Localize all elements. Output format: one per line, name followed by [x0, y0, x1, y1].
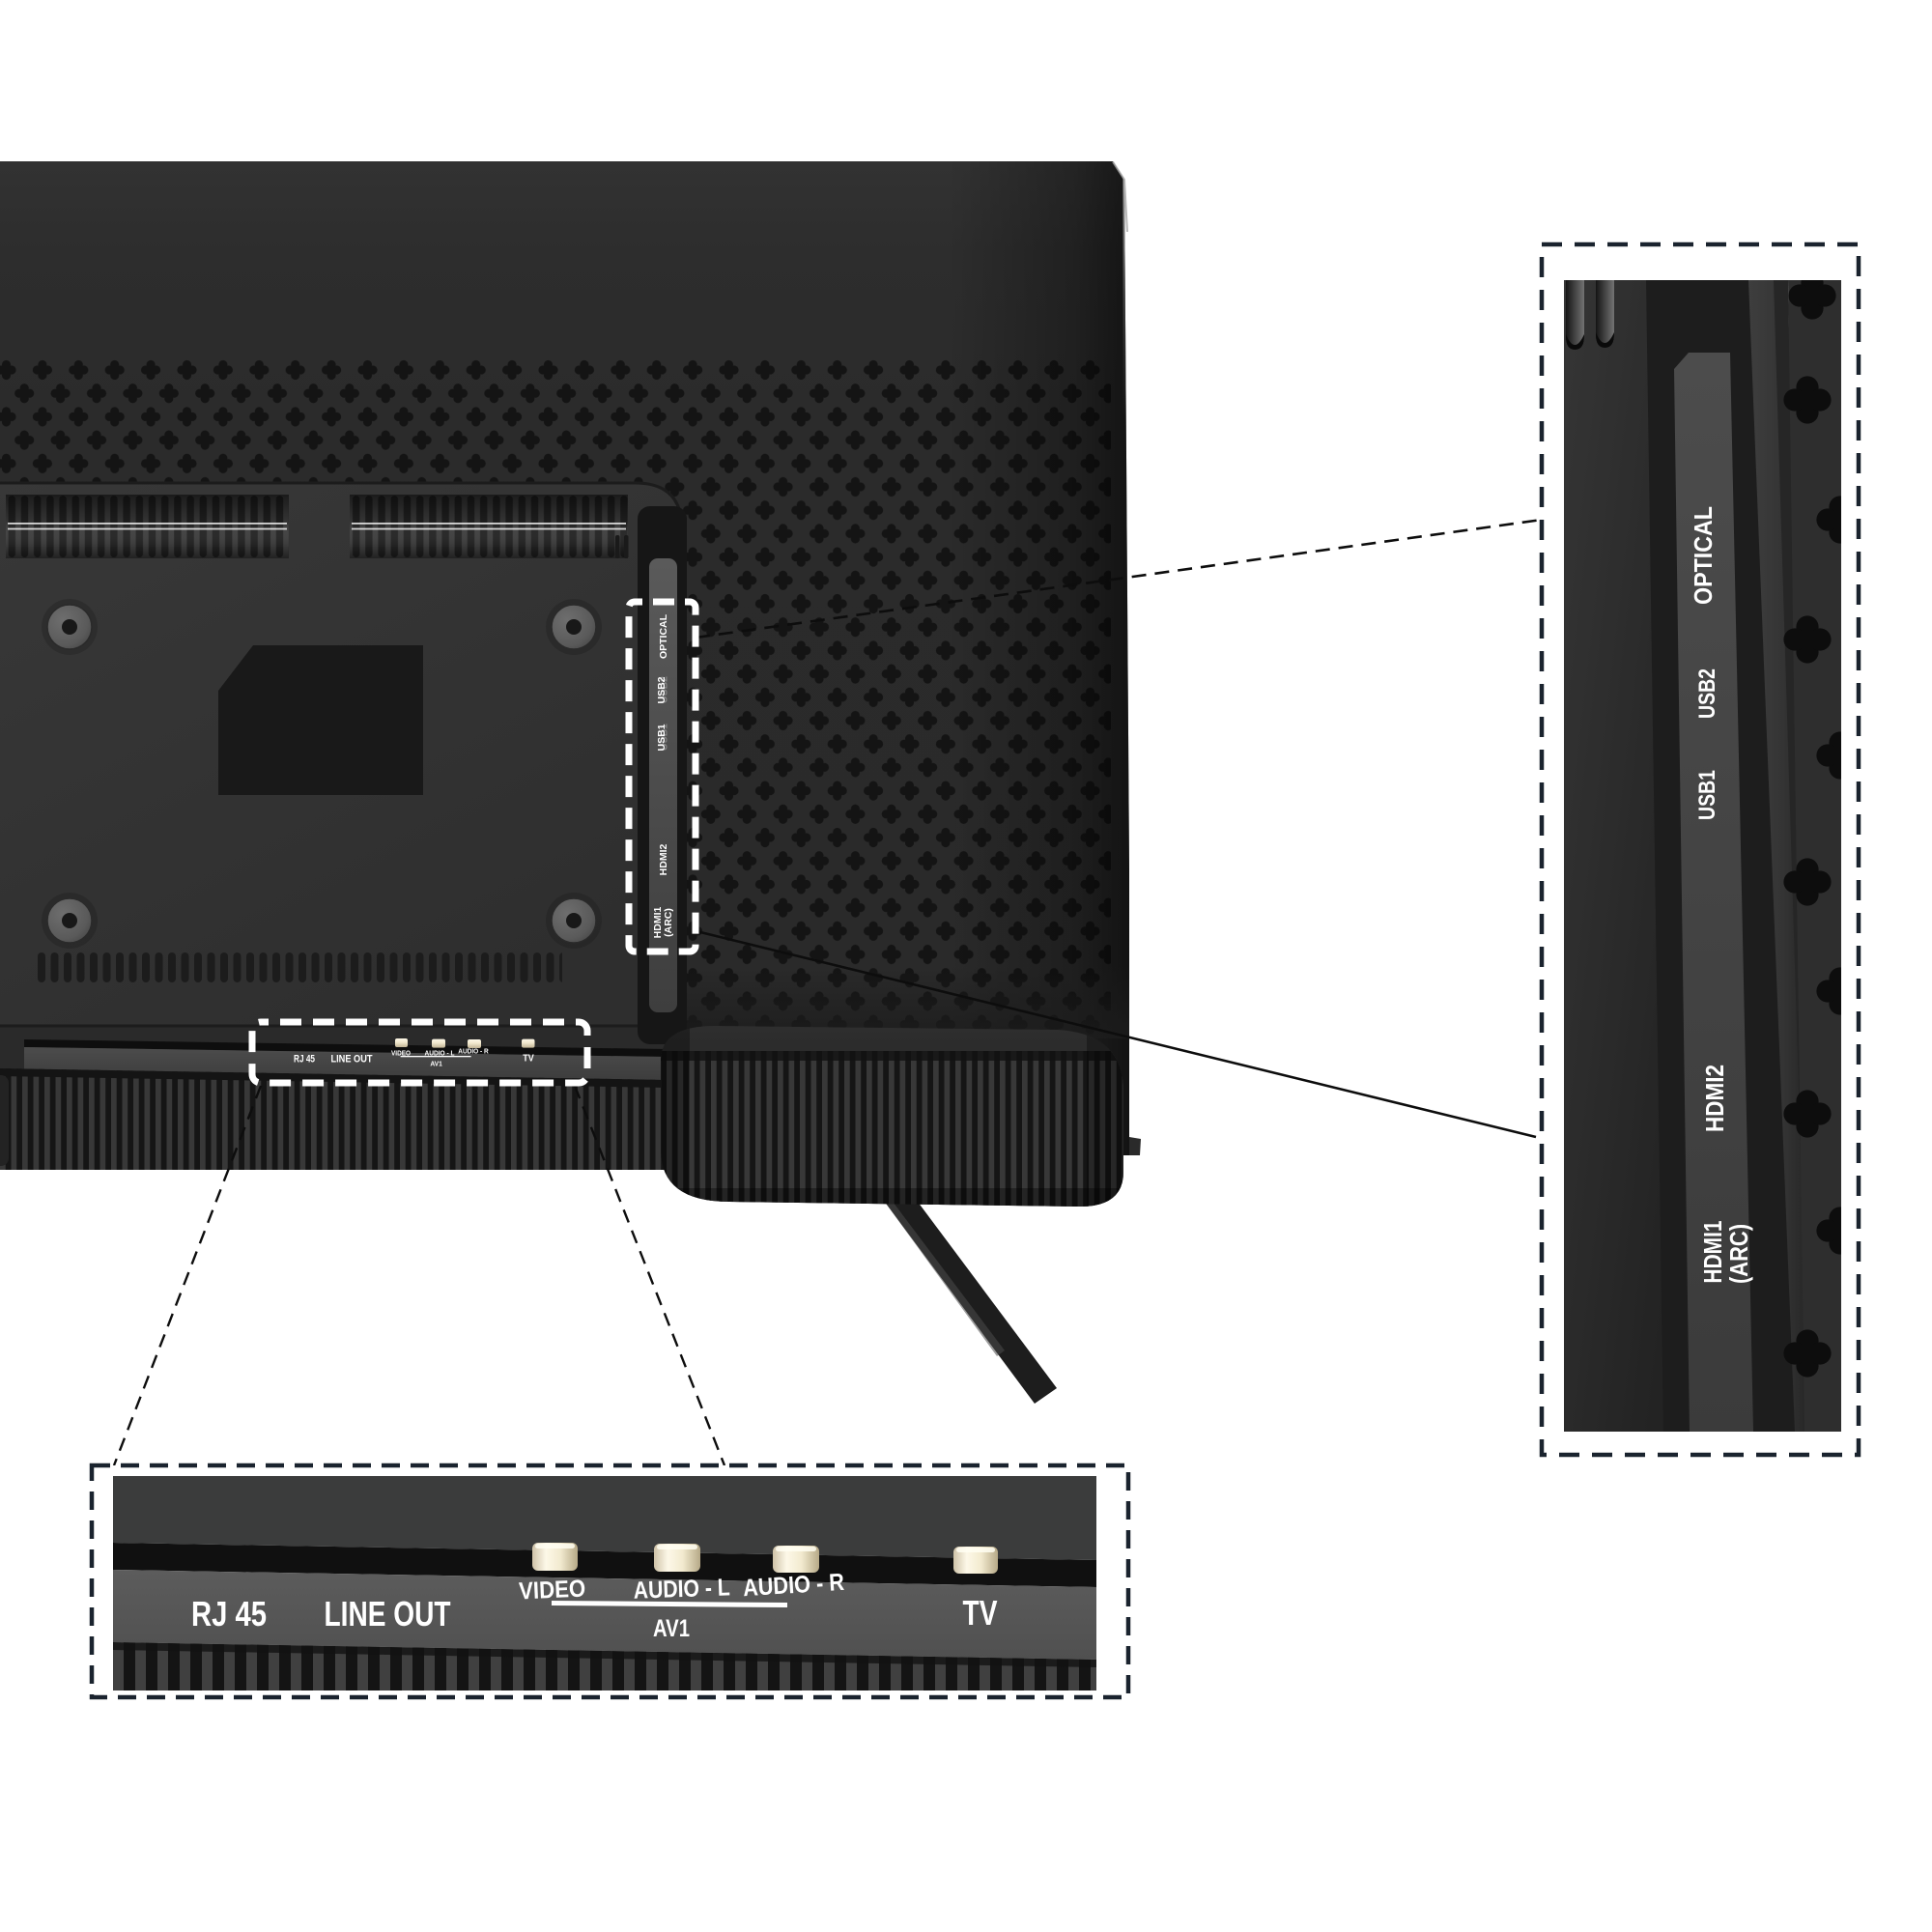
svg-text:HDMI2: HDMI2: [1700, 1065, 1729, 1132]
svg-text:AUDIO - L: AUDIO - L: [633, 1574, 730, 1604]
svg-text:OPTICAL: OPTICAL: [658, 613, 669, 659]
svg-text:USB2: USB2: [659, 676, 670, 703]
svg-text:AUDIO - R: AUDIO - R: [742, 1569, 845, 1602]
svg-text:AUDIO - L: AUDIO - L: [425, 1048, 455, 1057]
svg-text:USB1: USB1: [659, 724, 670, 751]
svg-text:USB2: USB2: [656, 676, 668, 703]
svg-text:OPTICAL: OPTICAL: [1689, 506, 1718, 605]
svg-text:USB1: USB1: [656, 724, 668, 751]
svg-text:(ARC): (ARC): [1724, 1224, 1753, 1284]
svg-text:AV1: AV1: [430, 1060, 442, 1068]
svg-text:AV1: AV1: [653, 1615, 690, 1642]
svg-text:TV: TV: [963, 1593, 998, 1633]
svg-text:LINE OUT: LINE OUT: [325, 1594, 451, 1634]
svg-text:USB2: USB2: [1694, 668, 1720, 719]
svg-text:HDMI1: HDMI1: [652, 907, 664, 939]
svg-text:VIDEO: VIDEO: [391, 1048, 411, 1057]
svg-text:TV: TV: [523, 1054, 534, 1065]
svg-text:LINE OUT: LINE OUT: [331, 1054, 373, 1065]
svg-text:AUDIO - R: AUDIO - R: [458, 1047, 489, 1056]
svg-text:USB1: USB1: [1694, 770, 1720, 820]
svg-text:HDMI2: HDMI2: [658, 844, 669, 876]
svg-text:HDMI1: HDMI1: [1698, 1221, 1727, 1284]
svg-text:VIDEO: VIDEO: [519, 1576, 586, 1605]
svg-text:RJ 45: RJ 45: [191, 1594, 267, 1634]
svg-text:RJ 45: RJ 45: [294, 1054, 315, 1065]
svg-text:(ARC): (ARC): [663, 908, 674, 937]
